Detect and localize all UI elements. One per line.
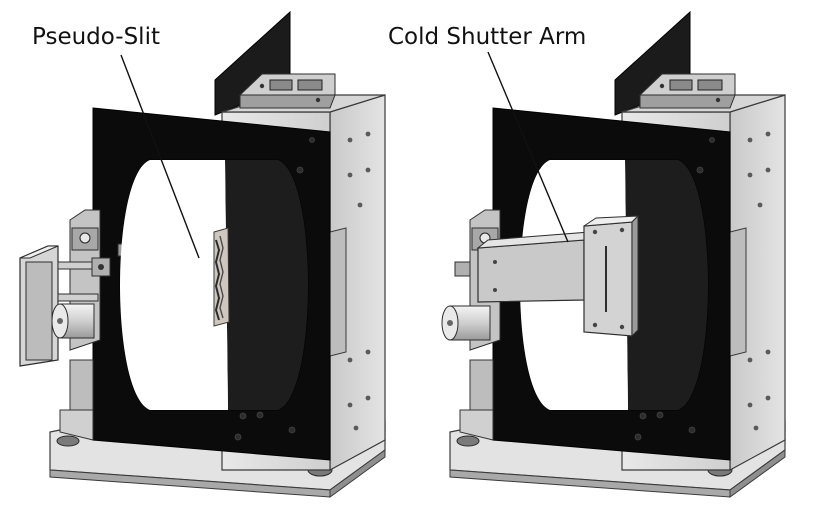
- cold-shutter-arm-leader: [487, 51, 569, 243]
- actuator-carriage: [19, 209, 129, 367]
- open-aperture: [120, 160, 228, 410]
- pseudo-slit-view: [19, 11, 386, 498]
- cold-shutter-arm-label: Cold Shutter Arm: [388, 24, 587, 50]
- cold-shutter-arm-view: [441, 11, 786, 498]
- pseudo-slit-label: Pseudo-Slit: [32, 24, 160, 50]
- cold-shutter-arm-part: [476, 214, 640, 338]
- pseudo-slit-part: [213, 227, 230, 327]
- pseudo-slit-leader: [120, 54, 200, 259]
